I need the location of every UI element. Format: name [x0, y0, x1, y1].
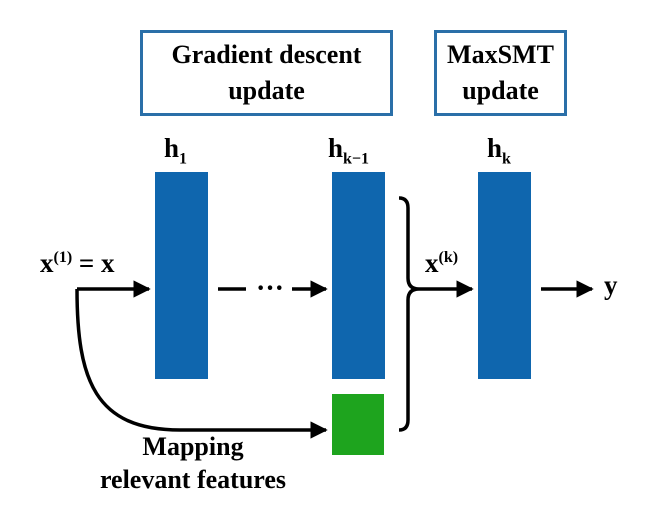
layer-hk-minus-1-block: [332, 172, 385, 379]
input-x1-label: x(1) = x: [40, 250, 115, 277]
intermediate-xk-label: x(k): [425, 250, 458, 277]
mapping-relevant-features-label: Mapping relevant features: [95, 430, 291, 496]
h1-base: h: [164, 133, 180, 163]
h1-subscript: 1: [179, 150, 188, 168]
layer-hk-minus-1-label: hk−1: [328, 135, 369, 167]
gradient-box-line1: Gradient descent: [171, 40, 362, 69]
layer-hk-block: [478, 172, 531, 379]
layer-h1-block: [155, 172, 208, 379]
mapping-line1: Mapping: [142, 432, 244, 461]
x1-superscript: (1): [53, 249, 73, 266]
hk-base: h: [487, 133, 503, 163]
relevant-features-block: [332, 394, 384, 455]
x1-equals-x: = x: [72, 248, 115, 278]
layer-h1-label: h1: [164, 135, 187, 167]
hk-subscript: k: [502, 150, 511, 168]
brace-icon: [398, 196, 420, 432]
maxsmt-update-box: MaxSMT update: [434, 30, 567, 116]
maxsmt-box-line2: update: [462, 76, 539, 105]
xk-base: x: [425, 248, 439, 278]
hk1-base: h: [328, 133, 344, 163]
x1-base: x: [40, 248, 54, 278]
output-y-label: y: [604, 270, 618, 300]
maxsmt-box-line1: MaxSMT: [447, 40, 554, 69]
mapping-arrow: [75, 288, 328, 439]
ellipsis-dots: ···: [256, 273, 284, 304]
layer-hk-label: hk: [487, 135, 511, 167]
hk1-subscript: k−1: [343, 150, 370, 168]
mapping-line2: relevant features: [99, 465, 287, 494]
gradient-box-line2: update: [228, 76, 305, 105]
xk-superscript: (k): [438, 249, 459, 266]
gradient-descent-update-box: Gradient descent update: [140, 30, 393, 116]
